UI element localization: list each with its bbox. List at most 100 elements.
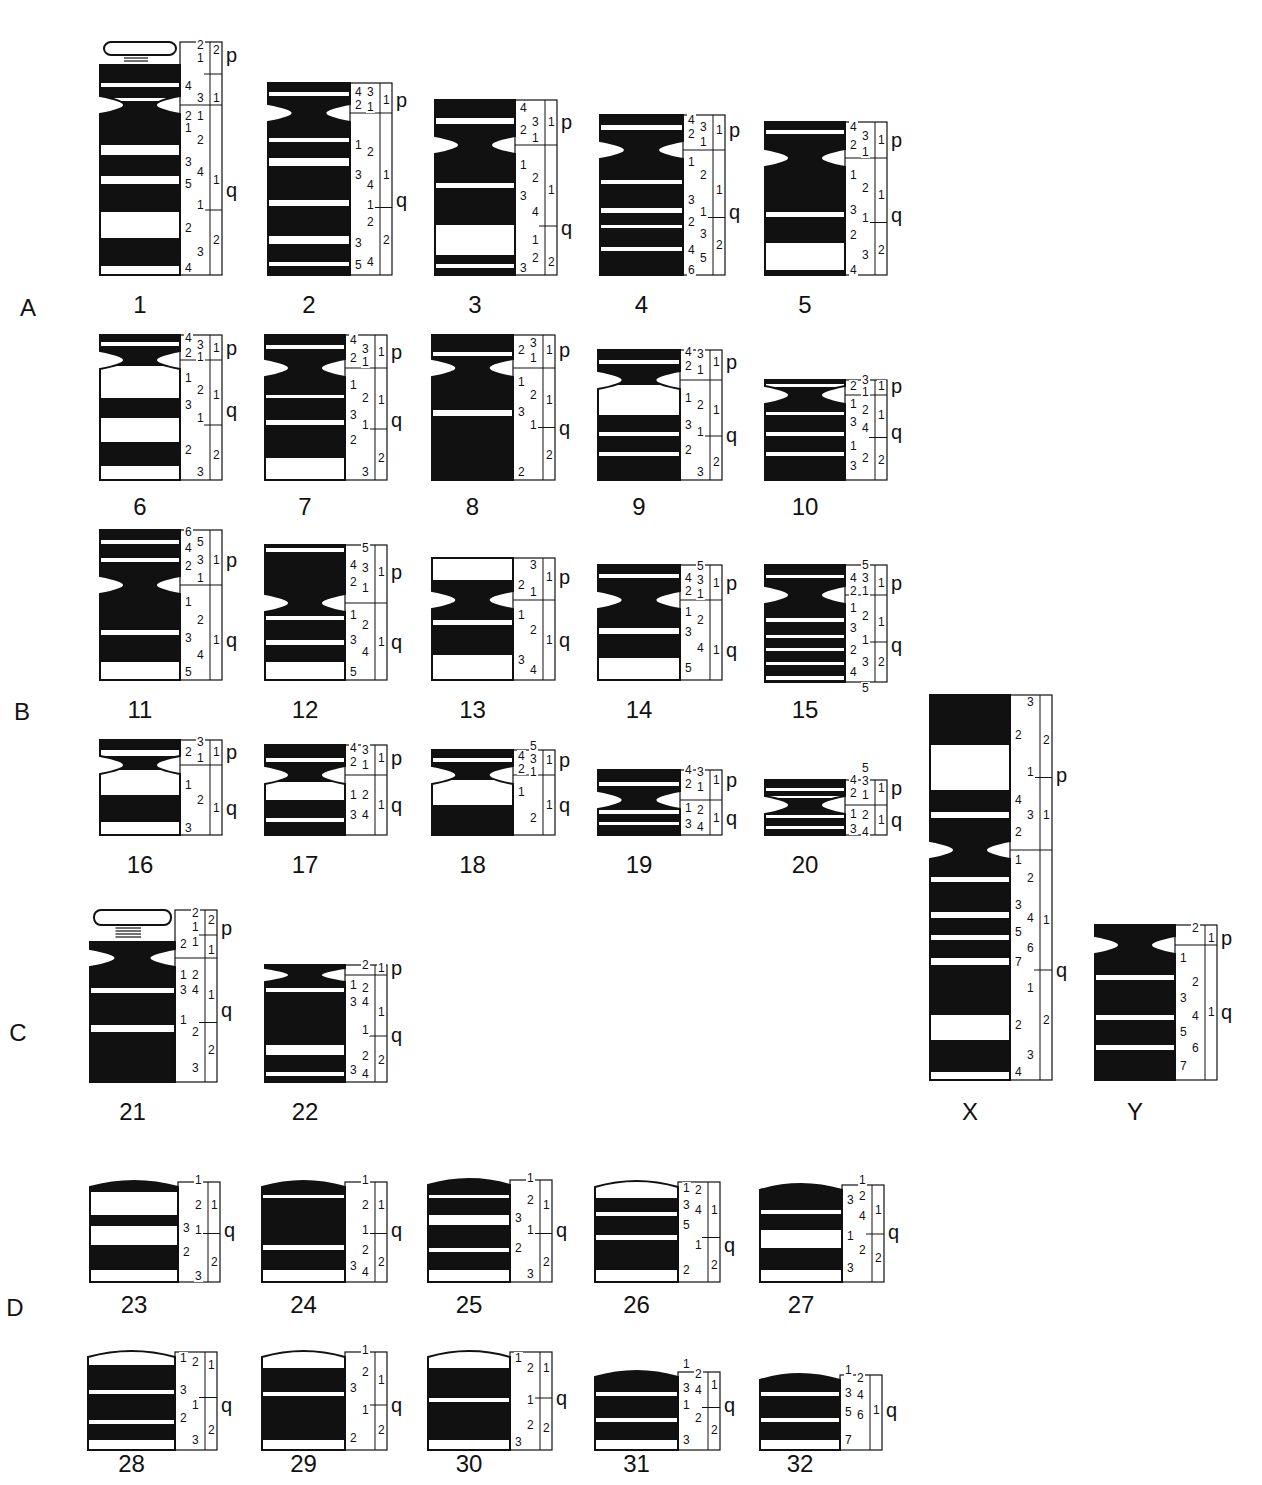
band-number: 1 bbox=[377, 566, 386, 578]
light-band bbox=[430, 410, 515, 416]
band-number: 2 bbox=[517, 344, 526, 356]
bracket-frame bbox=[345, 545, 387, 680]
band-number: 2 bbox=[682, 1264, 691, 1276]
band-number: 2 bbox=[687, 128, 696, 140]
light-band bbox=[763, 648, 847, 651]
light-band bbox=[86, 1440, 177, 1450]
band-number: 2 bbox=[182, 1246, 191, 1258]
chromosome-ideogram: 82311p12311q22 bbox=[432, 321, 575, 523]
band-number: 2 bbox=[207, 1424, 216, 1436]
band-pattern bbox=[593, 1170, 680, 1294]
bracket-divider bbox=[1040, 695, 1041, 1080]
light-band bbox=[426, 1440, 512, 1450]
arm-label: q bbox=[890, 422, 903, 442]
band-number: 2 bbox=[861, 182, 870, 194]
band-number: 2 bbox=[349, 1432, 358, 1444]
chromosome-number: 27 bbox=[786, 1293, 817, 1317]
arm-label: q bbox=[225, 180, 238, 200]
dark-band bbox=[98, 53, 182, 287]
arm-label: p bbox=[220, 918, 233, 938]
arm-label: p bbox=[728, 120, 741, 140]
region-boundary bbox=[199, 935, 217, 936]
light-band bbox=[426, 1215, 512, 1225]
chromosome-figure bbox=[430, 738, 515, 847]
arm-label: q bbox=[1055, 960, 1068, 980]
chromosome-outline bbox=[100, 740, 180, 835]
band-number: 4 bbox=[858, 1210, 867, 1222]
chromosome-number: 28 bbox=[116, 1452, 147, 1476]
region-boundary bbox=[866, 1234, 884, 1235]
arm-label: p bbox=[390, 748, 403, 768]
chromosome-ideogram: X3221p432112345671q12342 bbox=[930, 681, 1072, 1128]
bracket-divider bbox=[210, 42, 211, 275]
band-pattern bbox=[260, 1170, 347, 1294]
arm-label: q bbox=[885, 1400, 898, 1420]
light-band bbox=[1093, 1015, 1177, 1020]
light-band bbox=[98, 366, 182, 398]
band-number: 2 bbox=[849, 380, 858, 392]
arm-label: q bbox=[725, 808, 738, 828]
arm-label: q bbox=[223, 1220, 236, 1240]
band-number: 1 bbox=[861, 146, 870, 158]
light-band bbox=[263, 458, 347, 480]
band-number: 1 bbox=[712, 577, 721, 589]
bracket-divider bbox=[713, 115, 714, 275]
region-boundary bbox=[1034, 777, 1052, 778]
band-number: 2 bbox=[715, 239, 724, 251]
bracket-frame bbox=[840, 1375, 882, 1450]
band-number: 1 bbox=[696, 781, 705, 793]
region-boundary bbox=[869, 222, 887, 223]
band-number: 1 bbox=[529, 419, 538, 431]
bracket-frame bbox=[513, 750, 555, 835]
band-number: 1 bbox=[361, 419, 370, 431]
chromosome-outline bbox=[100, 530, 180, 680]
satellite bbox=[104, 42, 176, 55]
band-number: 4 bbox=[196, 649, 205, 661]
band-number: 1 bbox=[349, 789, 358, 801]
band-pattern bbox=[98, 728, 182, 847]
light-band bbox=[98, 822, 182, 835]
chromosome-number: 10 bbox=[790, 495, 821, 519]
arm-label: q bbox=[723, 1395, 736, 1415]
band-number: 2 bbox=[349, 576, 358, 588]
band-number: 2 bbox=[858, 1244, 867, 1256]
band-number: 2 bbox=[517, 763, 526, 775]
band-number: 1 bbox=[191, 1399, 200, 1411]
band-number: 1 bbox=[212, 174, 221, 186]
arm-label: q bbox=[390, 795, 403, 815]
band-number: 2 bbox=[849, 229, 858, 241]
chromosome-number: 30 bbox=[454, 1452, 485, 1476]
band-number: 3 bbox=[529, 753, 538, 765]
band-number: 4 bbox=[849, 264, 858, 276]
band-number: 5 bbox=[529, 740, 538, 752]
light-band bbox=[426, 1270, 512, 1282]
band-number: 3 bbox=[684, 818, 693, 830]
band-number: 1 bbox=[1179, 952, 1188, 964]
chromosome-outline bbox=[265, 965, 345, 1082]
band-number: 1 bbox=[196, 52, 205, 64]
band-number: 4 bbox=[184, 262, 193, 274]
band-number: 1 bbox=[696, 426, 705, 438]
band-number: 2 bbox=[696, 804, 705, 816]
band-number: 2 bbox=[1026, 872, 1035, 884]
band-number: 2 bbox=[877, 454, 886, 466]
light-band bbox=[763, 676, 847, 680]
dark-band bbox=[426, 1340, 512, 1462]
band-number: 6 bbox=[1191, 1042, 1200, 1054]
band-number: 1 bbox=[212, 746, 221, 758]
band-number: 2 bbox=[877, 244, 886, 256]
dark-band bbox=[598, 103, 685, 287]
band-number: 1 bbox=[377, 394, 386, 406]
light-band bbox=[98, 145, 182, 155]
band-number: 1 bbox=[179, 1352, 188, 1364]
chromosome-ideogram: 2312131q223 bbox=[90, 1166, 240, 1321]
band-number: 1 bbox=[877, 409, 886, 421]
region-boundary bbox=[204, 210, 222, 211]
band-bracket bbox=[510, 1352, 552, 1450]
region-boundary bbox=[869, 437, 887, 438]
band-number: 1 bbox=[207, 944, 216, 956]
band-number: 1 bbox=[377, 1006, 386, 1018]
light-band bbox=[763, 452, 847, 456]
dark-band bbox=[430, 738, 515, 847]
band-number: 3 bbox=[696, 766, 705, 778]
